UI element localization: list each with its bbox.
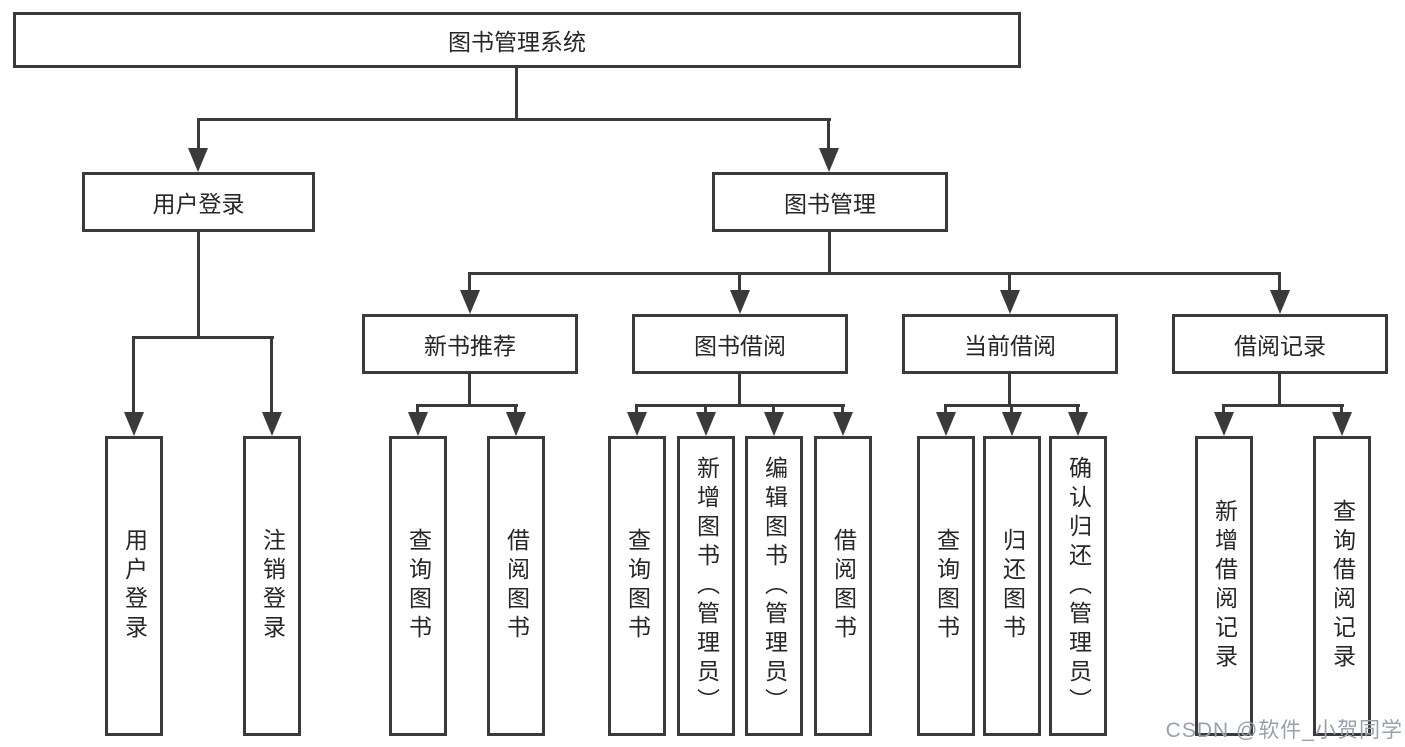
arrow-down-icon [730,290,750,314]
connector-line [772,404,775,412]
connector-line [197,232,200,336]
connector-line [1222,404,1225,412]
connector-line [416,404,518,407]
arrow-down-icon [696,412,716,436]
leaf-cb-confirm-return-admin: 确认归还（管理员） [1049,436,1107,736]
leaf-bb-query-books: 查询图书 [608,436,666,736]
leaf-bb-edit-books-admin: 编辑图书（管理员） [745,436,803,736]
connector-line [197,118,831,121]
node-borrowing-records: 借阅记录 [1172,314,1388,374]
connector-line [515,68,518,118]
connector-line [1278,374,1281,404]
node-library-management-system: 图书管理系统 [13,12,1021,68]
connector-line [635,404,638,412]
leaf-bb-borrow-books: 借阅图书 [814,436,872,736]
watermark: CSDN @软件_小贺同学 [1165,719,1403,742]
connector-line [1008,374,1011,404]
connector-line [827,118,830,150]
node-book-borrowing: 图书借阅 [632,314,848,374]
connector-line [704,404,707,412]
connector-line [635,404,845,407]
leaf-bb-add-books-admin: 新增图书（管理员） [677,436,735,736]
arrow-down-icon [833,412,853,436]
arrow-down-icon [460,290,480,314]
arrow-down-icon [1002,412,1022,436]
leaf-nbr-query-books: 查询图书 [389,436,447,736]
connector-line [1010,404,1013,412]
connector-line [1076,404,1079,412]
arrow-down-icon [936,412,956,436]
arrow-down-icon [188,148,208,172]
arrow-down-icon [1214,412,1234,436]
leaf-logout: 注销登录 [243,436,301,736]
connector-line [1340,404,1343,412]
connector-line [738,374,741,404]
connector-line [944,404,947,412]
arrow-down-icon [1068,412,1088,436]
arrow-down-icon [506,412,526,436]
connector-line [468,272,1281,275]
node-user-login: 用户登录 [82,172,315,232]
connector-line [132,336,135,412]
arrow-down-icon [1332,412,1352,436]
connector-line [270,336,273,412]
connector-line [468,272,471,290]
arrow-down-icon [1000,290,1020,314]
leaf-nbr-borrow-books: 借阅图书 [487,436,545,736]
connector-line [1008,272,1011,290]
arrow-down-icon [124,412,144,436]
arrow-down-icon [1270,290,1290,314]
connector-line [738,272,741,290]
connector-line [1278,272,1281,290]
leaf-cb-query-books: 查询图书 [917,436,975,736]
arrow-down-icon [262,412,282,436]
arrow-down-icon [408,412,428,436]
arrow-down-icon [627,412,647,436]
arrow-down-icon [764,412,784,436]
node-new-book-recommend: 新书推荐 [362,314,578,374]
leaf-br-add-borrow-record: 新增借阅记录 [1195,436,1253,736]
arrow-down-icon [819,148,839,172]
leaf-br-query-borrow-record: 查询借阅记录 [1313,436,1371,736]
connector-line [828,232,831,272]
leaf-cb-return-books: 归还图书 [983,436,1041,736]
connector-line [416,404,419,412]
connector-line [132,336,274,339]
node-book-management: 图书管理 [712,172,948,232]
node-current-borrowing: 当前借阅 [902,314,1118,374]
connector-line [514,404,517,412]
connector-line [841,404,844,412]
connector-line [468,374,471,404]
leaf-user-login: 用户登录 [105,436,163,736]
connector-line [1222,404,1344,407]
connector-line [197,118,200,150]
